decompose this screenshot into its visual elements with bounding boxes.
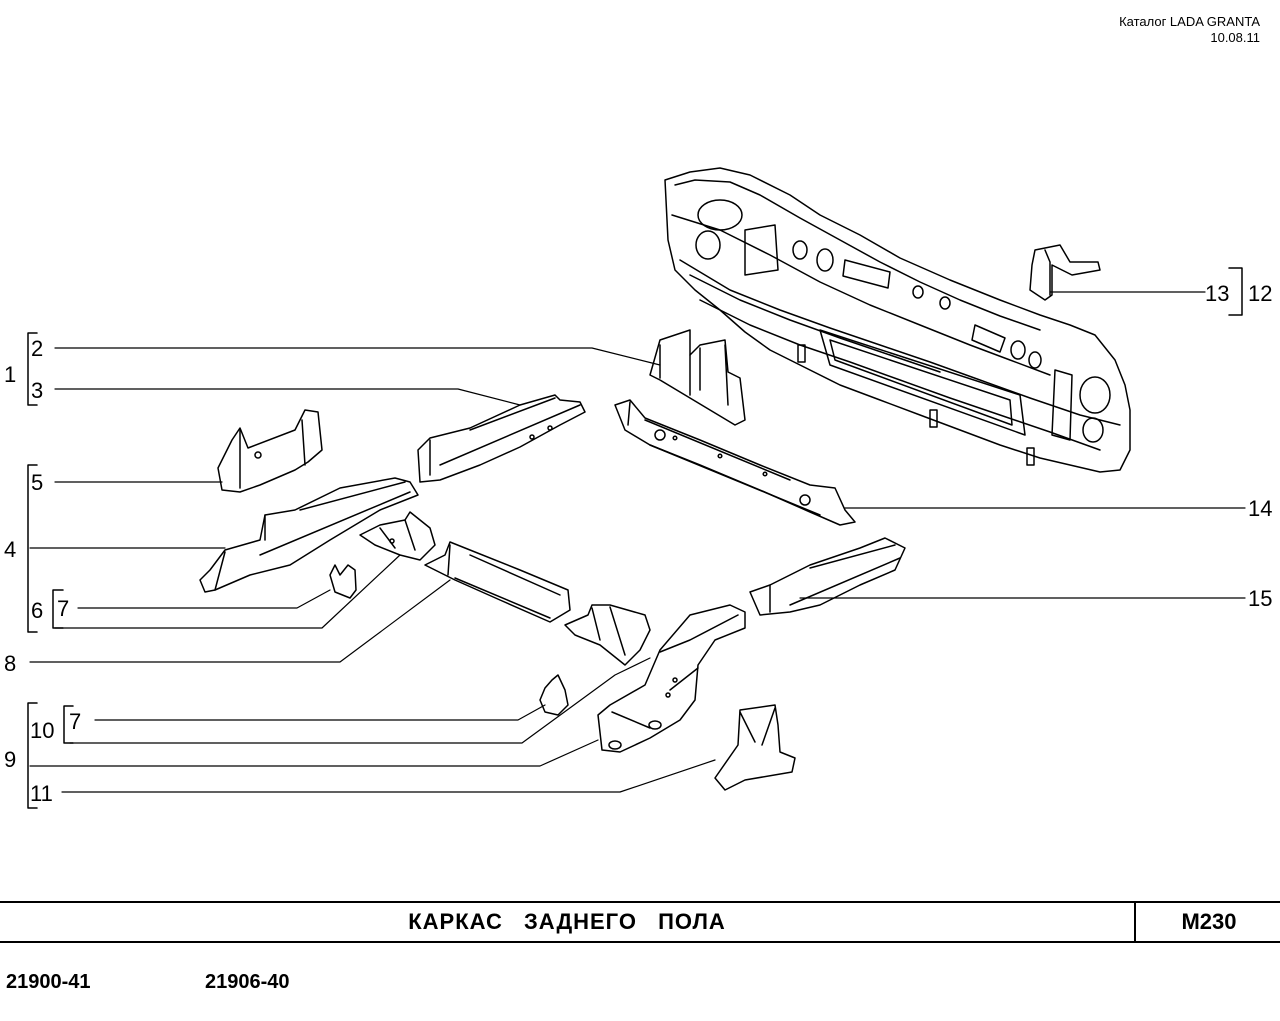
- part-5-bracket: [217, 409, 323, 493]
- callout-9: 9: [4, 747, 16, 772]
- part-6-support: [359, 511, 436, 561]
- exploded-parts-diagram: 1 2 3 4 5 6 7 8 9 10 7 11 12 13 14 15: [4, 167, 1272, 809]
- part-2-gusset: [649, 329, 746, 426]
- part-8-cross-channel: [424, 541, 571, 623]
- callout-5: 5: [31, 470, 43, 495]
- callout-4: 4: [4, 537, 16, 562]
- callout-11: 11: [30, 781, 53, 806]
- callout-10: 10: [30, 718, 54, 743]
- part-bracket-center: [564, 604, 651, 666]
- callout-brackets: [27, 267, 1243, 809]
- part-12-rear-panel: [664, 167, 1131, 473]
- callout-7-lower: 7: [69, 709, 81, 734]
- callout-2: 2: [31, 336, 43, 361]
- part-14-cross-member: [614, 399, 856, 526]
- part-7-clip-upper: [329, 564, 357, 599]
- callout-6: 6: [31, 598, 43, 623]
- page-title: КАРКАС ЗАДНЕГО ПОЛА: [408, 909, 726, 934]
- part-3-side-member: [417, 394, 586, 483]
- part-15-side-member: [749, 537, 906, 616]
- callout-7-upper: 7: [57, 596, 69, 621]
- part-13-bracket: [1029, 244, 1101, 301]
- callout-3: 3: [31, 378, 43, 403]
- title-bar: КАРКАС ЗАДНЕГО ПОЛА M230: [0, 901, 1280, 943]
- variant-code-1: 21900-41: [6, 971, 91, 993]
- callout-8: 8: [4, 651, 16, 676]
- part-7-clip-lower: [539, 674, 569, 716]
- catalog-label: Каталог LADA GRANTA: [1119, 14, 1260, 29]
- callout-14: 14: [1248, 496, 1272, 521]
- leader-lines: [29, 291, 1246, 793]
- callout-13: 13: [1205, 281, 1229, 306]
- part-11-bracket: [714, 704, 796, 791]
- variant-code-2: 21906-40: [205, 971, 290, 993]
- part-4-rear-member: [199, 477, 419, 593]
- page-code: M230: [1134, 903, 1280, 941]
- callout-12: 12: [1248, 281, 1272, 306]
- part-9-rear-rail: [597, 604, 746, 753]
- callout-15: 15: [1248, 586, 1272, 611]
- callout-1: 1: [4, 362, 16, 387]
- catalog-date: 10.08.11: [1210, 30, 1260, 45]
